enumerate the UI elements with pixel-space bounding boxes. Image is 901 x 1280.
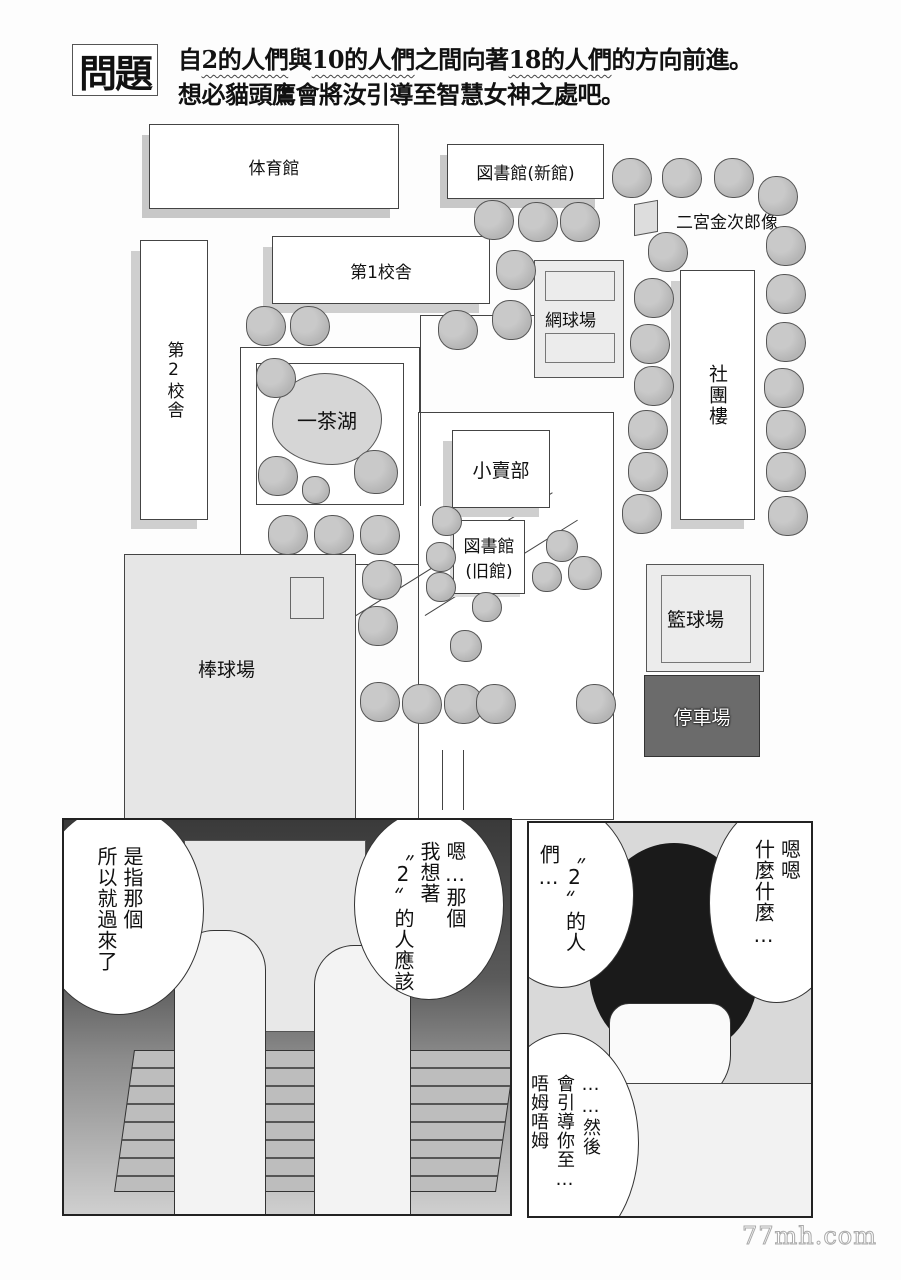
tree-icon — [360, 682, 400, 722]
tree-icon — [634, 366, 674, 406]
label-library-old-1: 図書館 — [463, 537, 515, 557]
label-statue: 二宮金次郎像 — [676, 213, 778, 233]
tree-icon — [426, 542, 456, 572]
tree-icon — [438, 310, 478, 350]
building-shop: 小賣部 — [452, 430, 550, 508]
q-underlined-10: 10的人們 — [311, 45, 415, 74]
tennis-court: 網球場 — [534, 260, 624, 378]
tree-icon — [628, 410, 668, 450]
tree-icon — [546, 530, 578, 562]
character-girl — [314, 945, 411, 1214]
tree-icon — [268, 515, 308, 555]
tree-icon — [476, 684, 516, 724]
q-text: 自 — [178, 45, 202, 74]
tree-icon — [358, 606, 398, 646]
tree-icon — [764, 368, 804, 408]
tree-icon — [532, 562, 562, 592]
tree-icon — [568, 556, 602, 590]
q-underlined-2: 2的人們 — [201, 45, 289, 74]
tree-icon — [612, 158, 652, 198]
label-library-new: 図書館(新館) — [476, 164, 575, 184]
tree-icon — [758, 176, 798, 216]
tree-icon — [426, 572, 456, 602]
manga-panel-left: 是指那個所以就過來了 嗯…那個我想著〝2〞的人應該 — [62, 818, 512, 1216]
building-school-2: 第2校舎 — [140, 240, 208, 520]
tree-icon — [630, 324, 670, 364]
tree-icon — [246, 306, 286, 346]
building-club: 社團樓 — [680, 270, 755, 520]
basketball-court: 籃球場 — [646, 564, 764, 672]
building-library-new: 図書館(新館) — [447, 144, 604, 199]
tree-icon — [766, 226, 806, 266]
tree-icon — [290, 306, 330, 346]
label-gym: 体育館 — [248, 159, 300, 179]
tree-icon — [450, 630, 482, 662]
baseball-diamond — [290, 577, 324, 619]
path-road-down-left — [442, 750, 444, 810]
tree-icon — [622, 494, 662, 534]
label-tennis: 網球場 — [545, 311, 596, 331]
speech-text: 〝2〞的人們… — [536, 844, 587, 953]
speech-text: 嗯嗯什麼什麼… — [751, 839, 802, 948]
tree-icon — [768, 496, 808, 536]
tree-icon — [302, 476, 330, 504]
tree-icon — [766, 410, 806, 450]
parking-lot: 停車場 — [644, 675, 760, 757]
tree-icon — [634, 278, 674, 318]
tree-icon — [256, 358, 296, 398]
label-basketball: 籃球場 — [667, 609, 725, 631]
question-badge: 問題 — [72, 44, 158, 96]
tree-icon — [560, 202, 600, 242]
q-text: 與 — [288, 45, 312, 74]
tree-icon — [662, 158, 702, 198]
tree-icon — [496, 250, 536, 290]
tree-icon — [492, 300, 532, 340]
tree-icon — [648, 232, 688, 272]
tree-icon — [766, 274, 806, 314]
building-gym: 体育館 — [149, 124, 399, 209]
speech-text: 是指那個所以就過來了 — [94, 846, 144, 972]
tree-icon — [766, 322, 806, 362]
tree-icon — [628, 452, 668, 492]
label-shop: 小賣部 — [472, 459, 530, 482]
tree-icon — [474, 200, 514, 240]
manga-panel-right: 〝2〞的人們… 嗯嗯什麼什麼… ……然後會引導你至…唔姆唔姆 — [527, 821, 813, 1218]
q-text: 的方向前進。 — [611, 45, 754, 74]
speech-text: 嗯…那個我想著〝2〞的人應該 — [391, 841, 467, 992]
building-school-1: 第1校舎 — [272, 236, 490, 304]
question-line-1: 自2的人們與10的人們之間向著18的人們的方向前進。 — [178, 40, 753, 75]
label-club: 社團樓 — [706, 363, 728, 427]
label-library-old-2: (旧館) — [465, 562, 513, 582]
tree-icon — [518, 202, 558, 242]
tree-icon — [258, 456, 298, 496]
character-boy — [174, 930, 266, 1214]
label-baseball: 棒球場 — [198, 659, 256, 681]
q-underlined-18: 18的人們 — [508, 45, 612, 74]
watermark: 77mh.com — [741, 1222, 877, 1251]
label-lake: 一茶湖 — [297, 408, 357, 433]
question-line-2: 想必貓頭鷹會將汝引導至智慧女神之處吧。 — [178, 80, 625, 109]
tree-icon — [576, 684, 616, 724]
tree-icon — [354, 450, 398, 494]
speech-bubble-girl: 嗯…那個我想著〝2〞的人應該 — [354, 820, 504, 1000]
baseball-field: 棒球場 — [124, 554, 356, 854]
speech-text: ……然後會引導你至…唔姆唔姆 — [528, 1074, 601, 1191]
label-parking: 停車場 — [673, 706, 731, 729]
statue-icon — [634, 199, 658, 237]
path-road-down-right — [463, 750, 465, 810]
tree-icon — [472, 592, 502, 622]
label-school-1: 第1校舎 — [350, 262, 412, 283]
tree-icon — [766, 452, 806, 492]
tree-icon — [362, 560, 402, 600]
label-school-2: 第2校舎 — [163, 340, 184, 420]
tree-icon — [402, 684, 442, 724]
tree-icon — [714, 158, 754, 198]
tree-icon — [314, 515, 354, 555]
building-library-old: 図書館 (旧館) — [453, 520, 525, 594]
q-text: 之間向著 — [414, 45, 510, 74]
tree-icon — [360, 515, 400, 555]
campus-map: 体育館 図書館(新館) 第1校舎 第2校舎 二宮金次郎像 網球場 社團樓 一茶湖… — [0, 110, 901, 854]
tree-icon — [432, 506, 462, 536]
